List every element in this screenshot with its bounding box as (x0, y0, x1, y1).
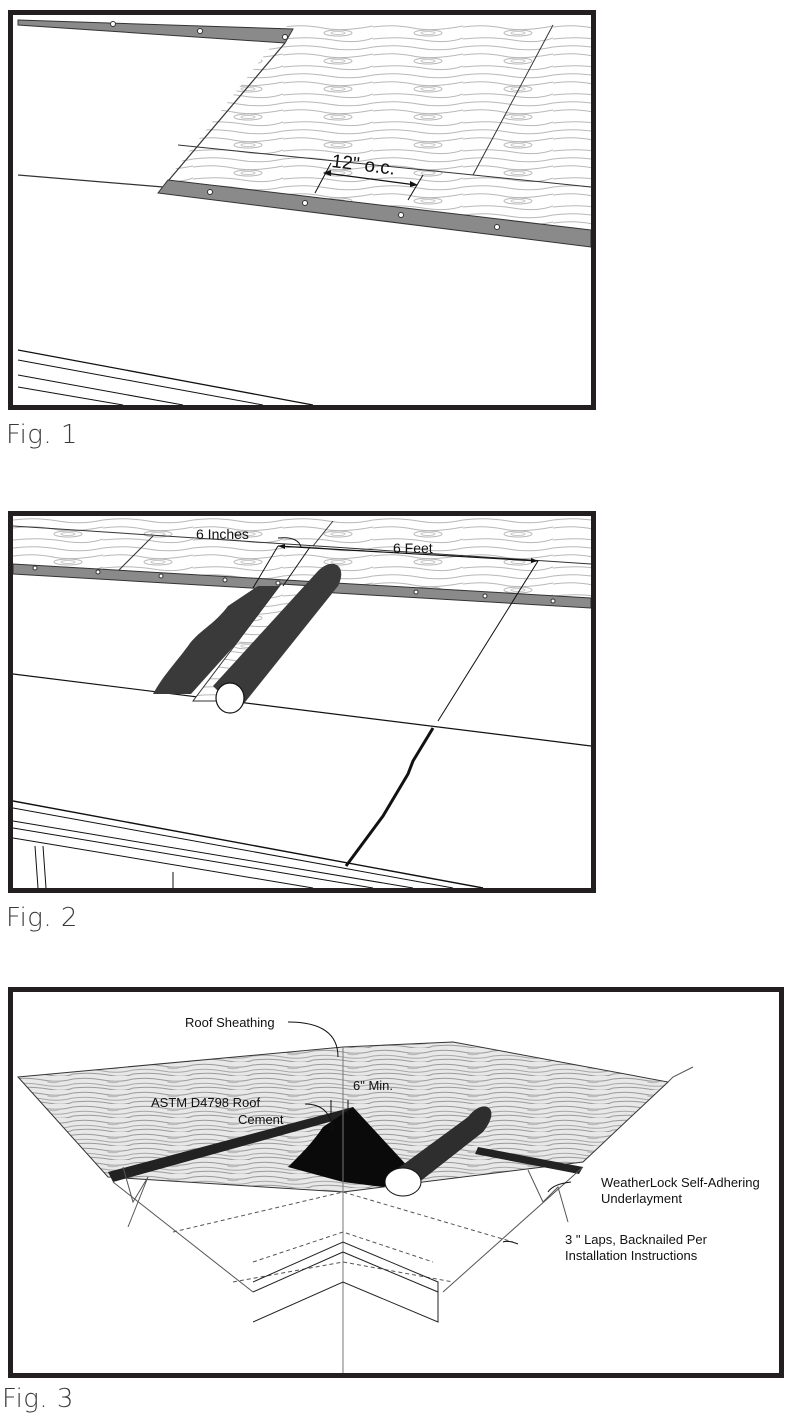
length-label: 6 Feet (393, 540, 433, 556)
drip-edge-left (108, 1107, 358, 1182)
roof-cement-label-line1: ASTM D4798 Roof (151, 1095, 260, 1110)
roof-sheathing-label: Roof Sheathing (185, 1015, 275, 1030)
figure-2-caption: Fig. 2 (6, 903, 78, 933)
underlayment-roll (393, 1106, 492, 1187)
roof-cement-label-line2: Cement (238, 1112, 284, 1127)
roof-sheathing-left (16, 1046, 344, 1193)
drip-edge-bottom (157, 179, 591, 248)
figure-3-drawing: Roof Sheathing ASTM D4798 Roof Cement 6"… (16, 1015, 760, 1373)
min-overlap-label: 6" Min. (353, 1078, 393, 1093)
underlayment-label-line2: Underlayment (601, 1191, 682, 1206)
seam-line (344, 727, 435, 867)
laps-label-line1: 3 " Laps, Backnailed Per (565, 1232, 708, 1247)
roof-sheathing (163, 25, 591, 240)
underlayment-label-line1: WeatherLock Self-Adhering (601, 1175, 760, 1190)
figure-1-frame: 12" o.c. (8, 10, 596, 410)
cut-underlayment (153, 586, 288, 694)
figure-2-frame: 6 Inches 6 Feet (8, 511, 596, 893)
drip-edge-top (17, 19, 294, 44)
figure-2-drawing: 6 Inches 6 Feet (13, 516, 591, 888)
figure-3-frame: Roof Sheathing ASTM D4798 Roof Cement 6"… (8, 987, 784, 1378)
roof-cement (288, 1107, 413, 1187)
laps-label-line2: Installation Instructions (565, 1248, 698, 1263)
drip-edge-right (475, 1147, 583, 1174)
figure-1-drawing: 12" o.c. (17, 19, 591, 405)
underlayment-roll (213, 563, 342, 711)
dimension-line (324, 172, 417, 186)
figure-3-caption: Fig. 3 (2, 1384, 74, 1414)
figure-1-caption: Fig. 1 (6, 420, 78, 450)
overlap-label: 6 Inches (196, 526, 249, 542)
